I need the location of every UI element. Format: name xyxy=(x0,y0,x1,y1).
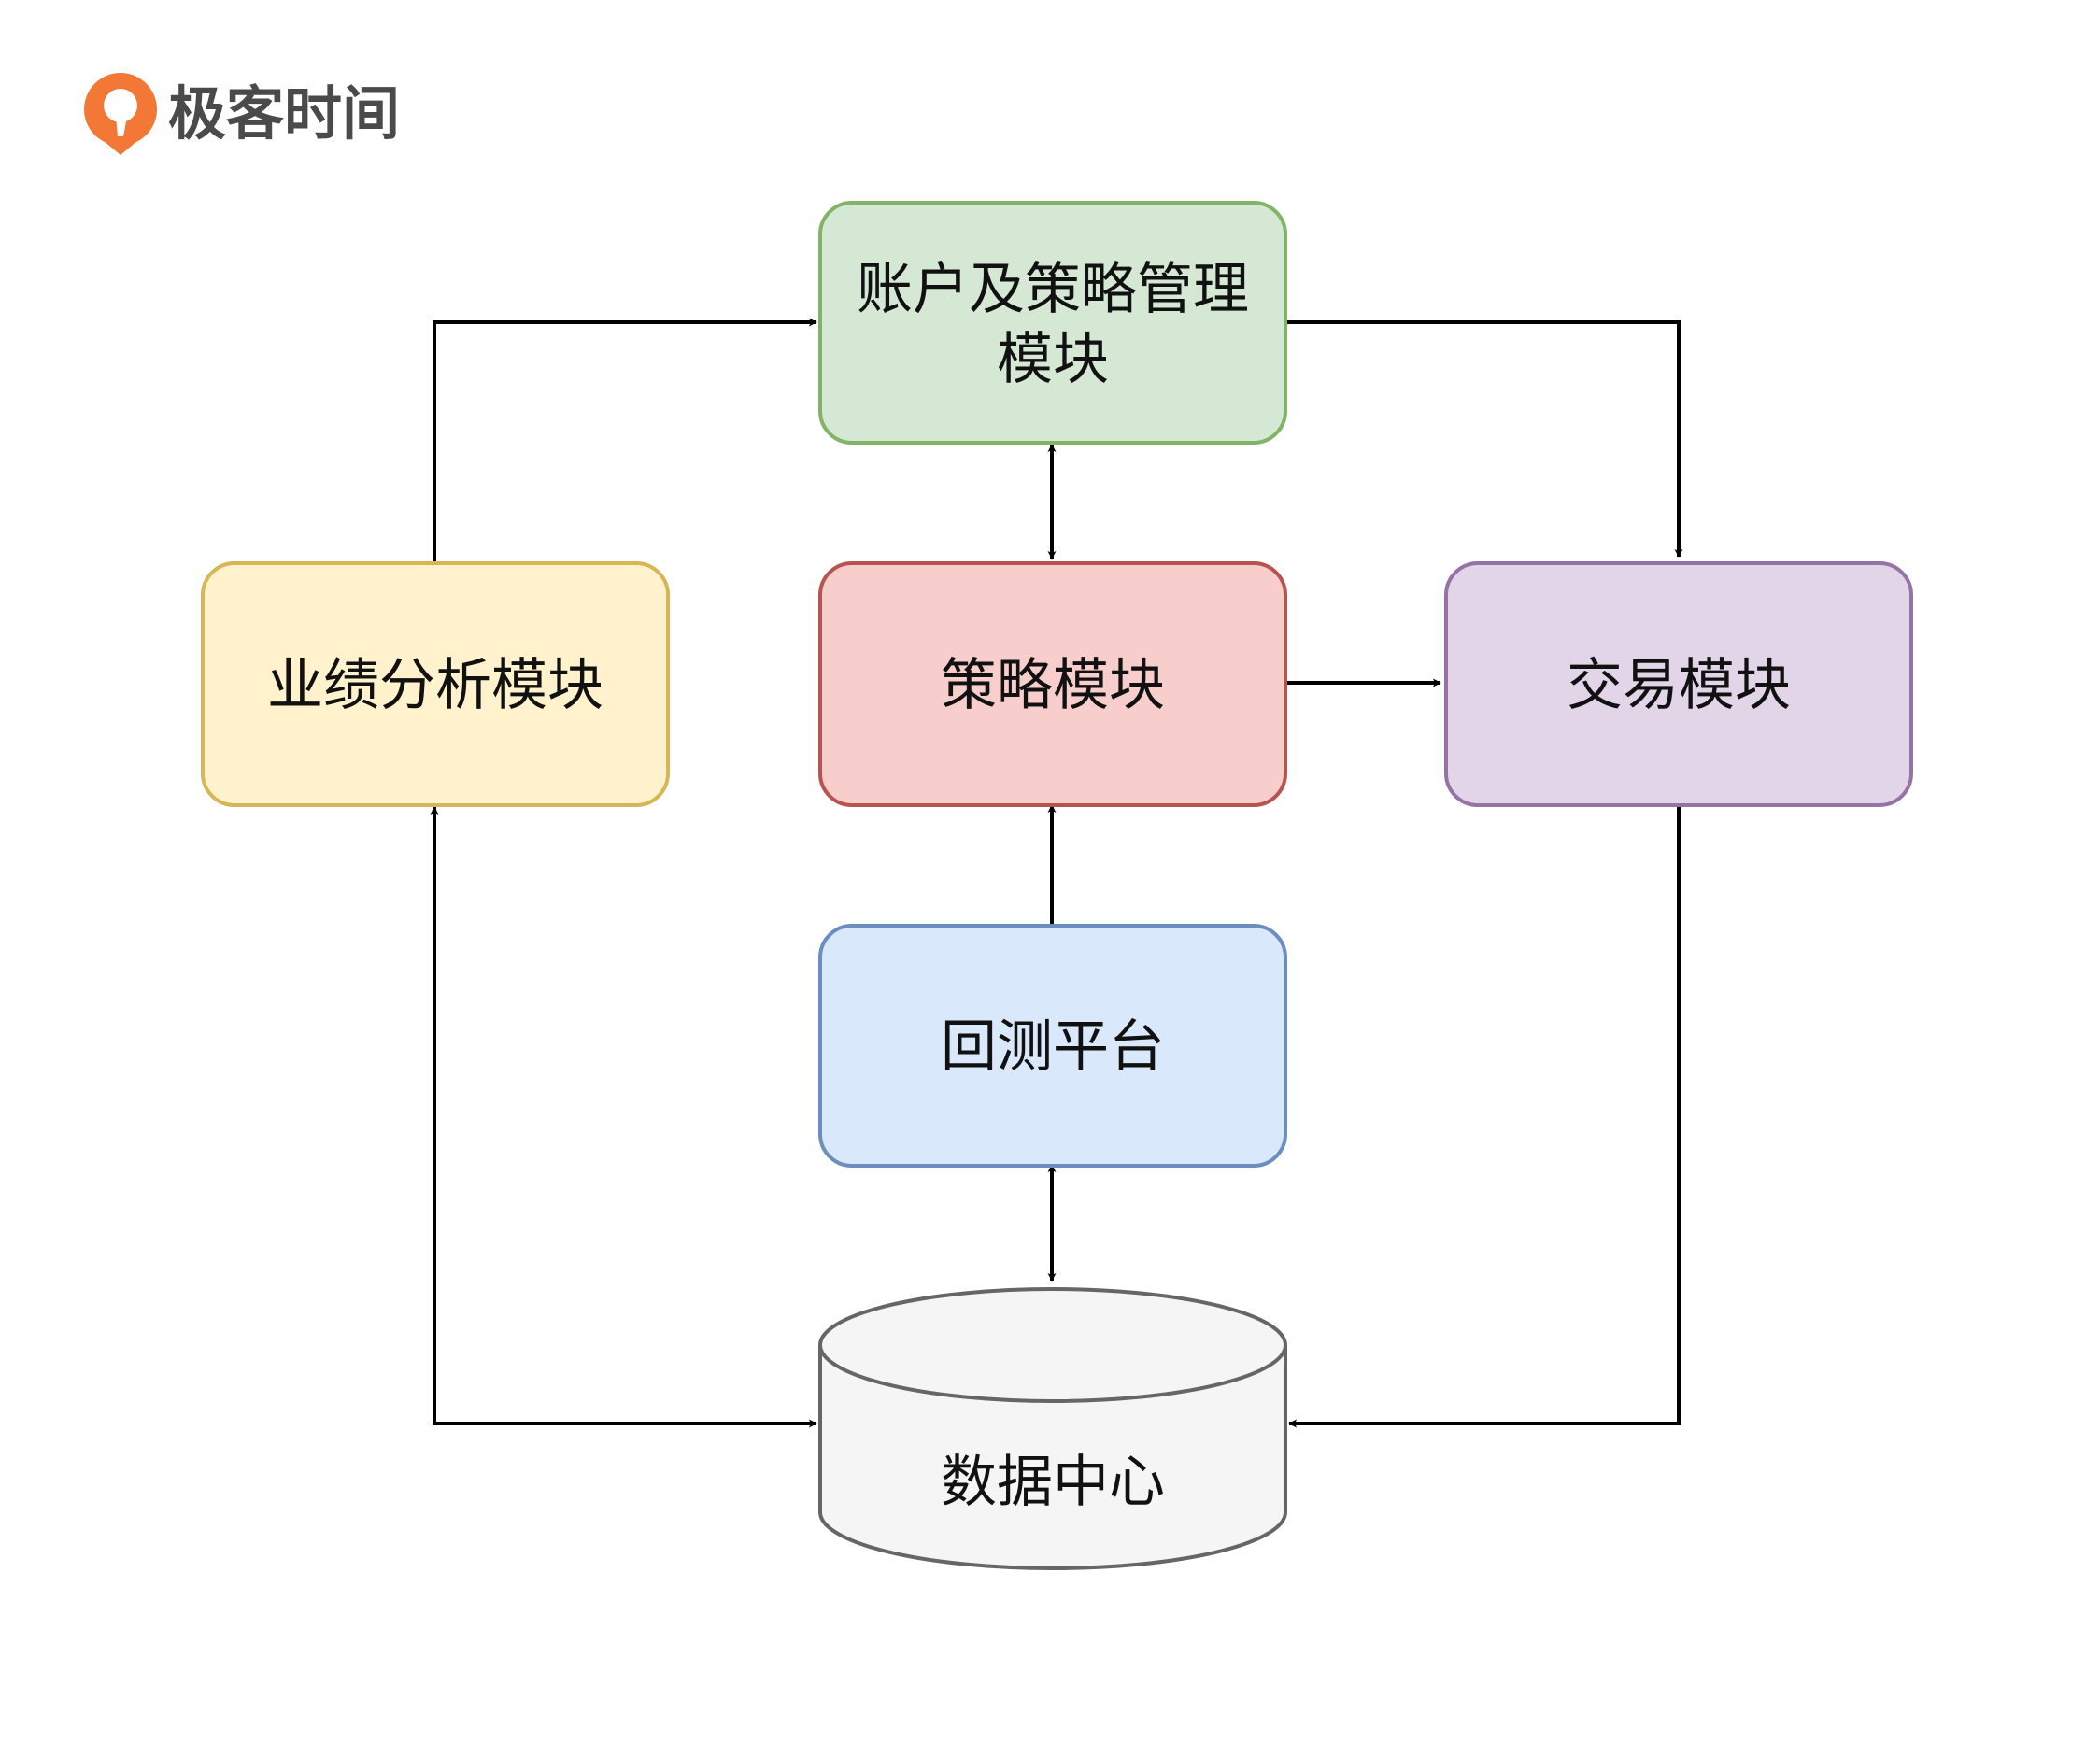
node-performance-analysis: 业绩分析模块 xyxy=(201,561,670,807)
edge-account-to-trading xyxy=(1287,320,1683,558)
geektime-logo-icon xyxy=(84,73,157,155)
datacenter-node-label: 数据中心 xyxy=(941,1450,1165,1515)
trading-node-shape xyxy=(1444,561,1913,807)
datacenter-cylinder-top-rim xyxy=(818,1344,1287,1403)
node-data-center: 数据中心 xyxy=(818,1287,1287,1570)
node-account-strategy-management: 账户及策略管理 模块 xyxy=(818,201,1287,445)
backtest-node-label: 回测平台 xyxy=(941,1014,1165,1080)
strategy-node-shape xyxy=(818,561,1287,807)
node-strategy: 策略模块 xyxy=(818,561,1287,807)
trading-node-label: 交易模块 xyxy=(1567,653,1791,718)
edge-performance-to-account xyxy=(433,318,817,561)
brand-name: 极客时间 xyxy=(168,79,400,148)
edges xyxy=(430,318,1683,1428)
brand-logo: 极客时间 xyxy=(84,73,400,155)
strategy-node-label: 策略模块 xyxy=(941,653,1165,718)
account-node-shape xyxy=(818,201,1287,445)
account-node-label-line1: 账户及策略管理 xyxy=(857,257,1249,322)
backtest-node-shape xyxy=(818,924,1287,1168)
datacenter-cylinder-body xyxy=(818,1287,1287,1570)
edge-performance-datacenter-bidirectional xyxy=(430,806,817,1428)
account-node-label-line2: 模块 xyxy=(997,327,1109,392)
performance-node-label: 业绩分析模块 xyxy=(267,653,603,718)
node-backtest-platform: 回测平台 xyxy=(818,924,1287,1168)
performance-node-shape xyxy=(201,561,670,807)
edge-trading-to-datacenter xyxy=(1288,807,1681,1428)
node-trading: 交易模块 xyxy=(1444,561,1913,807)
